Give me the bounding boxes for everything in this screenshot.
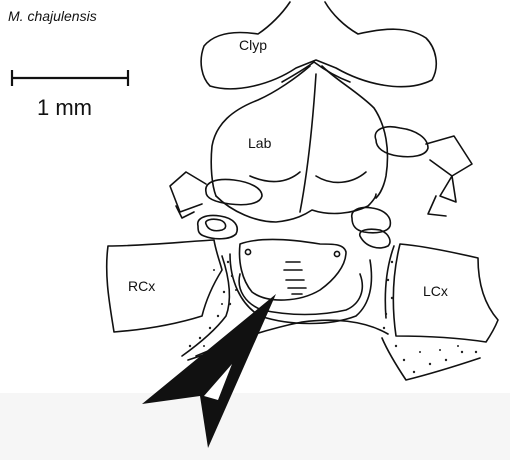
stipple-texture <box>188 260 478 374</box>
labrum-outline <box>210 65 389 223</box>
clypeus-label: Clyp <box>239 37 268 53</box>
clypeus-outline <box>200 1 438 90</box>
scale-bar-label: 1 mm <box>37 95 92 120</box>
pointer-arrow <box>142 294 276 448</box>
right-palp-outline <box>350 125 473 249</box>
species-label: M. chajulensis <box>8 8 97 24</box>
bottom-band <box>0 393 510 460</box>
left-coxa-outline <box>381 243 499 381</box>
pointer-arrow-notch <box>204 364 232 400</box>
right-coxa-label: RCx <box>128 278 156 294</box>
scale-bar <box>10 70 130 86</box>
labrum-label: Lab <box>248 135 272 151</box>
left-palp-outline <box>169 171 263 240</box>
left-coxa-label: LCx <box>423 283 448 299</box>
